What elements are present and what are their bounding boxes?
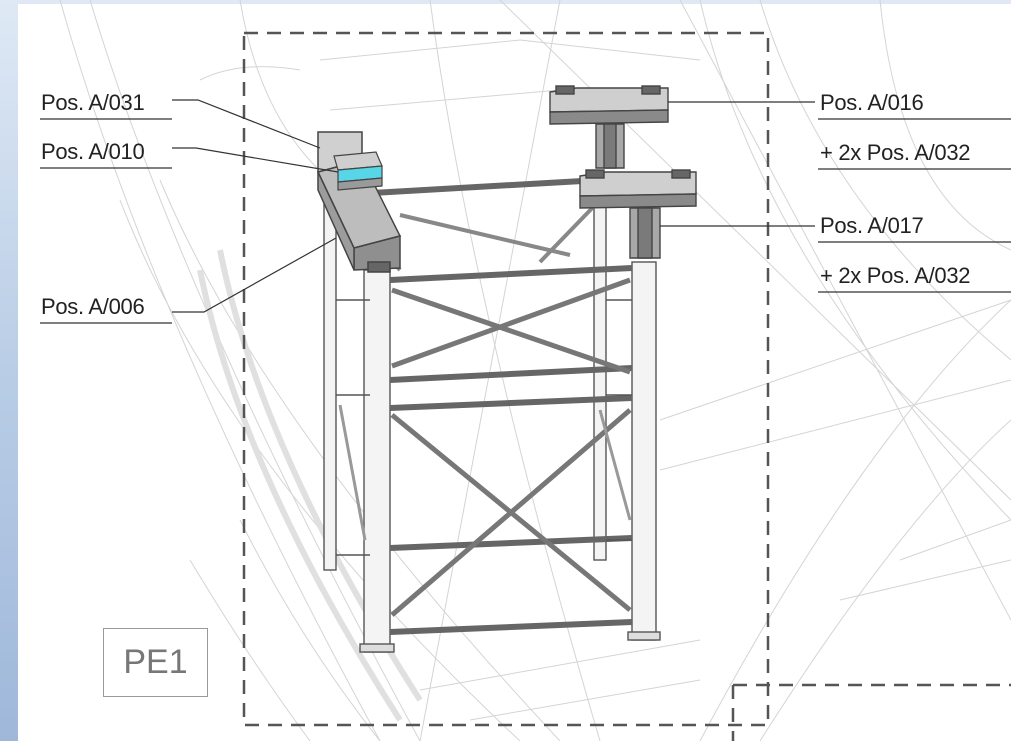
- beam-a017: [579, 169, 697, 259]
- dashed-section-frame: [242, 31, 770, 727]
- label-pos-a016: Pos. A/016: [820, 90, 924, 115]
- label-pos-a017-extra: + 2x Pos. A/032: [820, 263, 971, 288]
- adjacent-section-frame: [731, 683, 1011, 741]
- section-tag-pe1: PE1: [103, 628, 208, 697]
- label-underlines: [40, 118, 1011, 324]
- section-tag-text: PE1: [123, 643, 188, 681]
- block-a031: [333, 151, 383, 191]
- label-pos-a016-extra: + 2x Pos. A/032: [820, 140, 971, 165]
- label-pos-a010: Pos. A/010: [41, 139, 145, 164]
- label-pos-a031: Pos. A/031: [41, 90, 145, 115]
- background-structure: [59, 0, 1011, 741]
- label-pos-a006: Pos. A/006: [41, 294, 145, 319]
- label-pos-a017: Pos. A/017: [820, 213, 924, 238]
- beam-a016: [549, 85, 669, 169]
- leader-lines: [172, 99, 815, 313]
- left-frame-edge: [0, 0, 18, 741]
- scaffold-tower: [323, 177, 661, 653]
- top-frame-edge: [0, 0, 1011, 4]
